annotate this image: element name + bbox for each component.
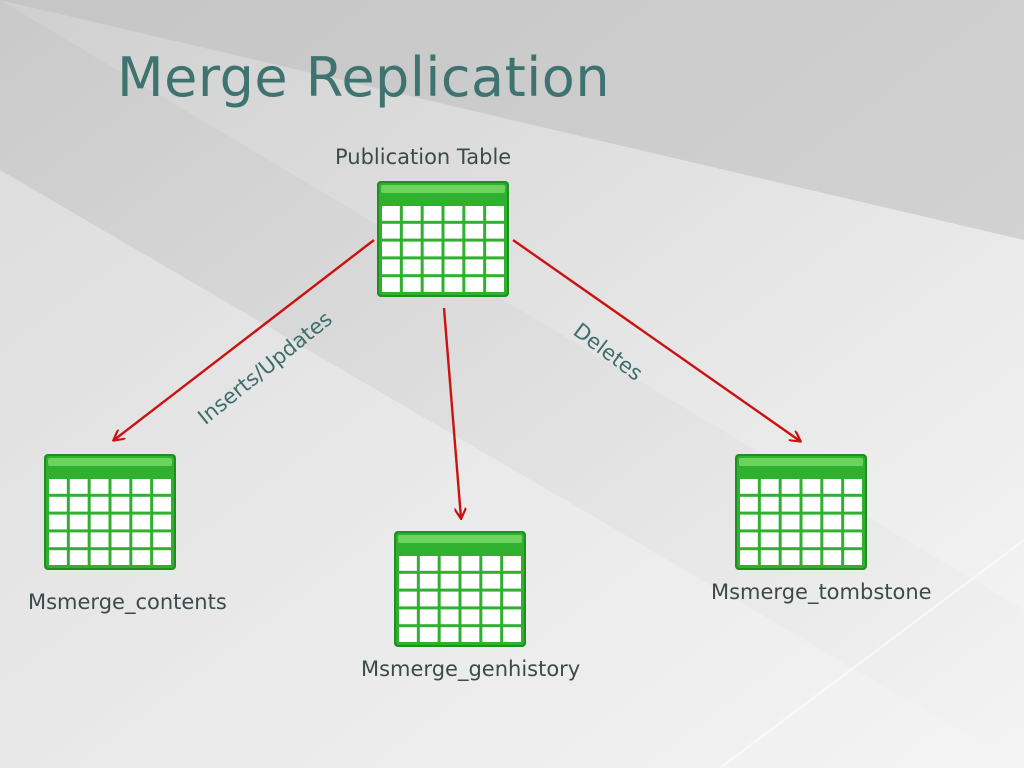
table-icon [394,531,526,647]
table-icon [377,181,509,297]
slide-title: Merge Replication [117,46,611,109]
edge-arrow-deletes [512,239,800,441]
edge-arrow-inserts-updates [114,239,375,440]
node-label-msmerge-contents: Msmerge_contents [28,590,227,614]
edge-arrow-genhistory [442,307,461,518]
node-label-msmerge-tombstone: Msmerge_tombstone [711,580,932,604]
node-label-msmerge-genhistory: Msmerge_genhistory [361,657,581,681]
table-icon [735,454,867,570]
table-icon [44,454,176,570]
node-label-publication-table: Publication Table [335,145,512,169]
